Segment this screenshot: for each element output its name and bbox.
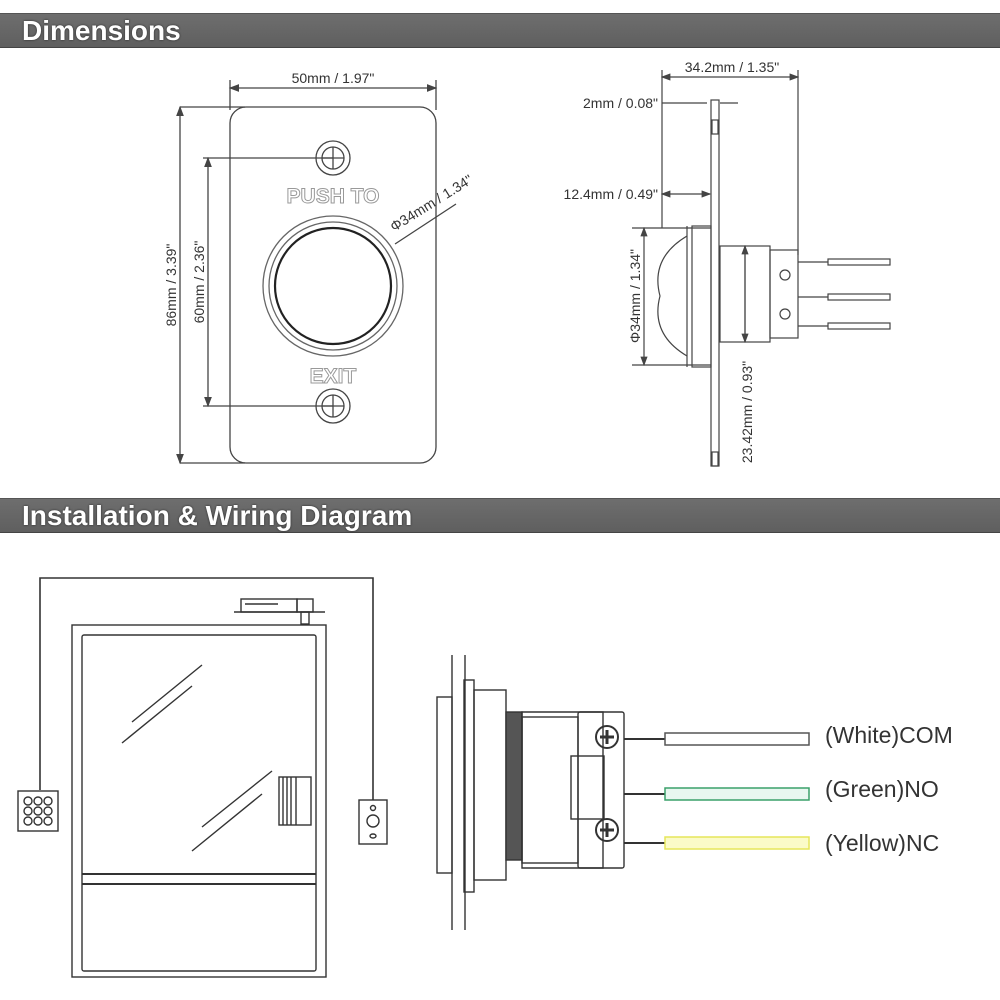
embossed-push-to: PUSH TO xyxy=(287,185,380,208)
door-installation-drawing xyxy=(17,577,388,978)
plate-thickness-label: 2mm / 0.08" xyxy=(583,95,658,111)
wire-list xyxy=(664,732,810,850)
installation-title: Installation & Wiring Diagram xyxy=(22,500,413,531)
installation-section-header: Installation & Wiring Diagram xyxy=(0,498,1000,533)
front-diameter-label: Φ34mm / 1.34" xyxy=(387,171,475,234)
body-diameter-label: 23.42mm / 0.93" xyxy=(739,361,755,463)
front-view-drawing xyxy=(176,80,457,465)
door-frame xyxy=(71,624,327,978)
keypad-icon xyxy=(17,790,59,832)
embossed-exit: EXIT xyxy=(310,365,357,388)
magnetic-lock xyxy=(234,598,325,625)
terminal-screw-top-icon xyxy=(595,725,619,749)
exit-button-icon xyxy=(358,799,388,845)
wire-nc xyxy=(664,836,810,850)
dimensions-title: Dimensions xyxy=(22,15,181,46)
wire-label-no: (Green)NO xyxy=(825,776,939,802)
wiring-diagram-drawing xyxy=(436,655,665,930)
side-depth-label: 34.2mm / 1.35" xyxy=(685,59,779,75)
faceplate xyxy=(229,106,437,464)
side-view-drawing xyxy=(632,70,891,467)
wire-no xyxy=(664,787,810,801)
side-diameter-label: Φ34mm / 1.34" xyxy=(627,249,643,343)
threaded-body xyxy=(505,711,523,861)
hole-spacing-label: 60mm / 2.36" xyxy=(191,241,207,324)
wire-label-nc: (Yellow)NC xyxy=(825,830,939,856)
dimensions-section-header: Dimensions xyxy=(0,13,1000,48)
button-protrusion-label: 12.4mm / 0.49" xyxy=(564,186,658,202)
wire-label-com: (White)COM xyxy=(825,722,953,748)
front-width-label: 50mm / 1.97" xyxy=(292,70,375,86)
terminal-screw-bottom-icon xyxy=(595,818,619,842)
side-terminal-screw-icon xyxy=(779,269,791,320)
side-plate xyxy=(710,99,720,467)
door-handle xyxy=(278,776,312,826)
wire-com xyxy=(664,732,810,746)
front-height-label: 86mm / 3.39" xyxy=(163,244,179,327)
push-button xyxy=(262,215,404,357)
